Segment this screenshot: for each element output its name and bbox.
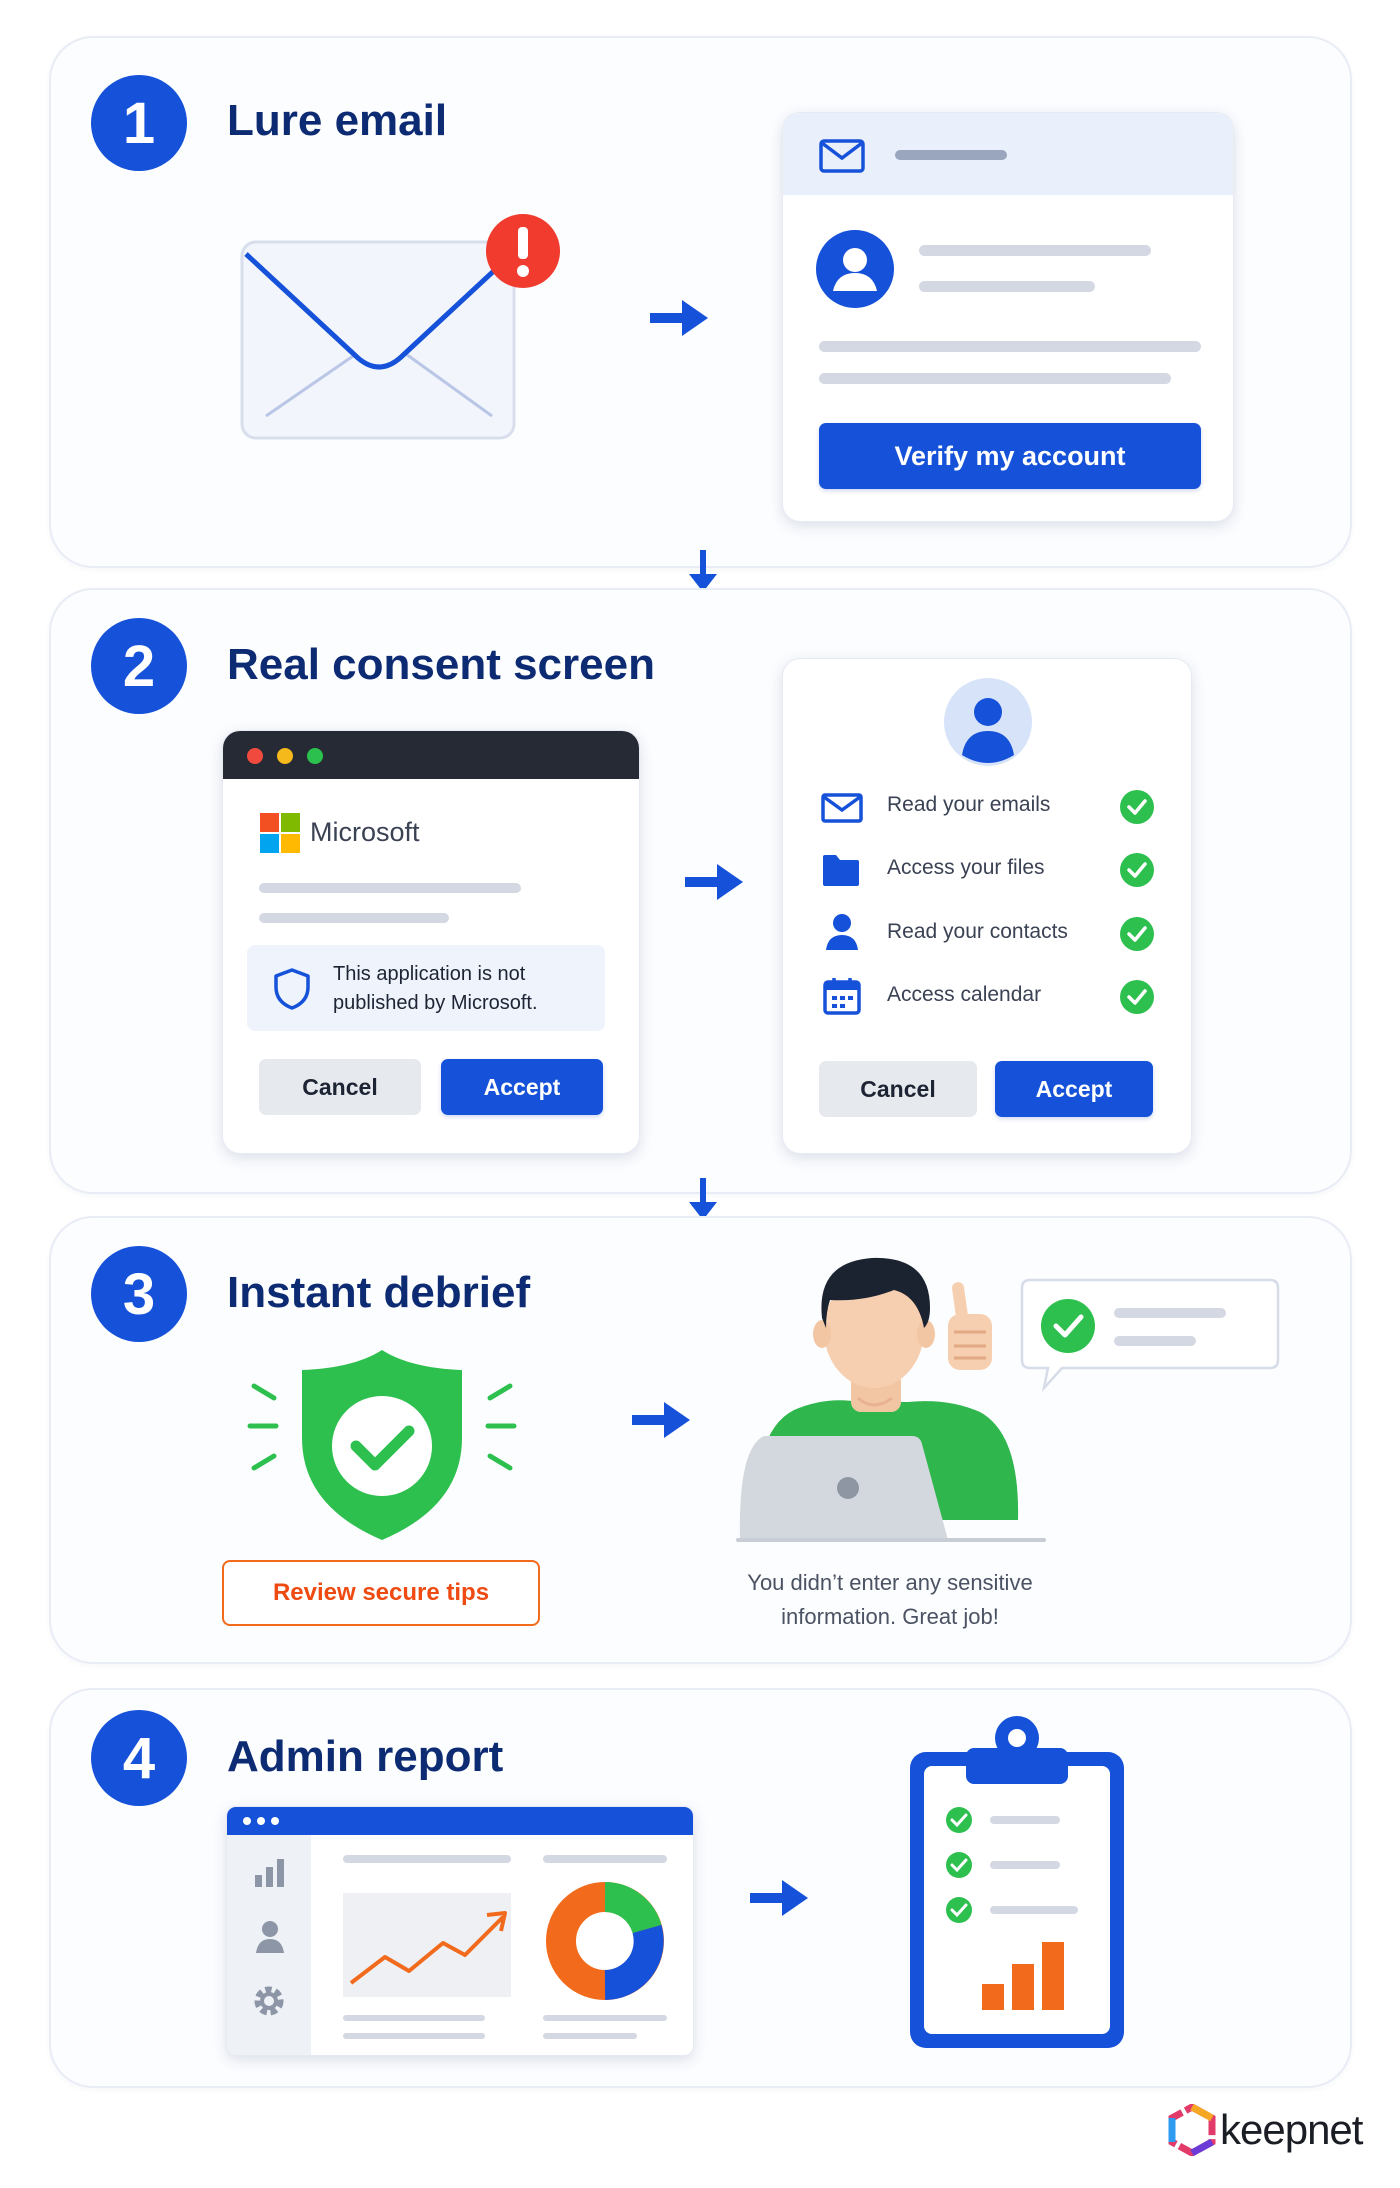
step-3-number: 3 (91, 1246, 187, 1342)
check-circle-icon (1119, 979, 1155, 1015)
accept-button[interactable]: Accept (441, 1059, 603, 1115)
verify-account-button[interactable]: Verify my account (819, 423, 1201, 489)
arrow-right-icon (630, 1398, 692, 1442)
arrow-right-icon (683, 860, 745, 904)
alert-badge-icon (484, 212, 562, 290)
placeholder-line (343, 2033, 485, 2039)
window-close-dot[interactable] (247, 748, 263, 764)
review-secure-tips-button[interactable]: Review secure tips (222, 1560, 540, 1626)
keepnet-logo-icon (1166, 2104, 1218, 2156)
window-menu-dots[interactable] (243, 1817, 251, 1825)
trend-chart (343, 1893, 511, 1997)
window-maximize-dot[interactable] (307, 748, 323, 764)
microsoft-logo-icon (260, 813, 300, 853)
admin-dashboard-window (226, 1806, 694, 2056)
check-circle-icon (1119, 916, 1155, 952)
phishing-landing-card: Verify my account (782, 112, 1234, 522)
step-3-title: Instant debrief (227, 1268, 531, 1317)
avatar (815, 229, 895, 309)
placeholder-line (343, 1855, 511, 1863)
window-minimize-dot[interactable] (277, 748, 293, 764)
arrow-right-icon (648, 296, 710, 340)
placeholder-line (343, 2015, 485, 2021)
permissions-card: Read your emails Access your files Read … (782, 658, 1192, 1154)
check-circle-icon (1040, 1298, 1096, 1354)
step-4-title: Admin report (227, 1732, 504, 1781)
placeholder-line (819, 373, 1171, 384)
step-2-title: Real consent screen (227, 640, 655, 689)
avatar (943, 677, 1033, 767)
permission-label: Read your emails (887, 793, 1051, 816)
placeholder-line (1114, 1336, 1196, 1346)
placeholder-line (259, 913, 449, 923)
accept-button[interactable]: Accept (995, 1061, 1153, 1117)
donut-chart-icon (543, 1879, 667, 2003)
microsoft-brand-label: Microsoft (310, 817, 420, 847)
placeholder-line (543, 1855, 667, 1863)
card-header (783, 113, 1233, 195)
placeholder-line (819, 341, 1201, 352)
keepnet-logo-text: keepnet (1220, 2106, 1363, 2153)
step-1-number: 1 (91, 75, 187, 171)
placeholder-line (919, 281, 1095, 292)
microsoft-consent-window: Microsoft This application is not publis… (222, 730, 640, 1154)
arrow-down-icon (686, 1176, 720, 1224)
gear-icon[interactable] (251, 1983, 287, 2019)
header-placeholder-line (895, 150, 1007, 160)
person-icon (825, 913, 859, 951)
step-4-number: 4 (91, 1710, 187, 1806)
cancel-button[interactable]: Cancel (259, 1059, 421, 1115)
cancel-button[interactable]: Cancel (819, 1061, 977, 1117)
publisher-warning-line-1: This application is not (333, 963, 526, 985)
placeholder-line (543, 2015, 667, 2021)
debrief-message-line-1: You didn’t enter any sensitive (747, 1570, 1033, 1595)
bar-chart-icon[interactable] (253, 1857, 287, 1889)
person-thumbs-up-illustration (734, 1252, 1046, 1552)
user-icon[interactable] (253, 1919, 287, 1955)
permission-label: Read your contacts (887, 920, 1068, 943)
placeholder-line (259, 883, 521, 893)
folder-icon (821, 853, 861, 887)
envelope-icon (236, 236, 522, 446)
shield-check-icon (232, 1346, 532, 1542)
mail-icon (821, 793, 863, 823)
permission-label: Access your files (887, 856, 1045, 879)
placeholder-line (1114, 1308, 1226, 1318)
step-2-number: 2 (91, 618, 187, 714)
clipboard-report-icon (904, 1712, 1130, 2052)
check-circle-icon (1119, 852, 1155, 888)
permission-label: Access calendar (887, 983, 1042, 1006)
window-titlebar (227, 1807, 693, 1835)
debrief-message-line-2: information. Great job! (781, 1604, 999, 1629)
step-1-title: Lure email (227, 96, 448, 145)
mail-icon (819, 139, 865, 173)
check-circle-icon (1119, 789, 1155, 825)
trend-line-icon (347, 1903, 511, 1991)
publisher-warning-line-2: published by Microsoft. (333, 992, 538, 1014)
shield-outline-icon (273, 967, 311, 1011)
placeholder-line (919, 245, 1151, 256)
arrow-right-icon (748, 1876, 810, 1920)
calendar-icon (823, 977, 861, 1015)
arrow-down-icon (686, 548, 720, 596)
placeholder-line (543, 2033, 637, 2039)
